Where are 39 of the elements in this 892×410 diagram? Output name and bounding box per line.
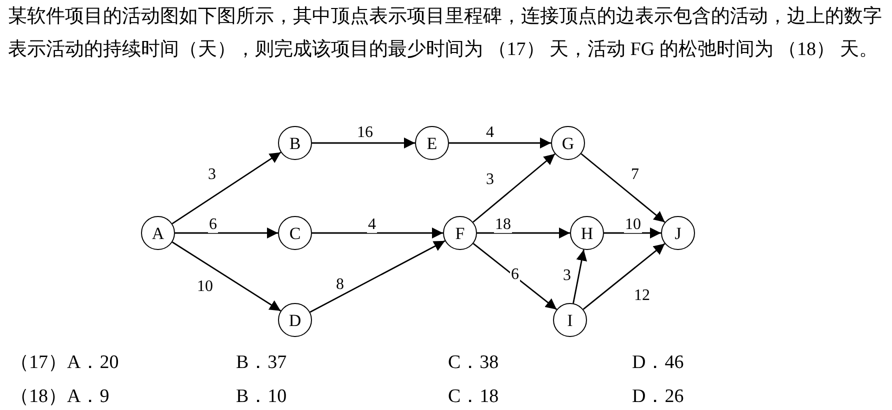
- answer-option: （17）A．20: [10, 352, 119, 374]
- arrow: [572, 250, 588, 304]
- milestone-circle: F: [443, 216, 477, 250]
- arrow: [449, 138, 551, 148]
- answer-option: （18）A．9: [10, 386, 110, 408]
- answer-option: B．10: [236, 386, 287, 408]
- answer-option: C．18: [448, 386, 499, 408]
- edge-label: 4: [367, 217, 377, 233]
- edge-label: 6: [208, 217, 218, 233]
- milestone-circle: J: [661, 216, 695, 250]
- question-text: 某软件项目的活动图如下图所示，其中顶点表示项目里程碑，连接顶点的边表示包含的活动，边上的数字表示活动的持续时间（天），则完成该项目的最少时间为 （17） 天，活动 FG 的松弛时间为 （18） 天。: [8, 5, 883, 62]
- milestone-circle: G: [551, 126, 585, 160]
- milestone-circle: H: [570, 216, 604, 250]
- edge-label: 10: [624, 217, 642, 233]
- arrow: [477, 228, 570, 238]
- milestone-circle: D: [278, 303, 312, 337]
- answer-option: D．26: [632, 386, 684, 408]
- edge-label: 18: [494, 217, 512, 233]
- arrow: [312, 228, 443, 238]
- arrow: [582, 243, 666, 310]
- arrow: [580, 153, 666, 223]
- arrow: [604, 228, 661, 238]
- arrow: [312, 138, 415, 148]
- milestone-circle: E: [415, 126, 449, 160]
- edge-label: 8: [335, 277, 345, 293]
- arrow: [172, 152, 282, 224]
- arrow: [310, 240, 446, 313]
- arrow: [172, 242, 282, 312]
- answer-option: D．46: [632, 352, 684, 374]
- arrow: [175, 228, 278, 238]
- arrow: [472, 153, 556, 223]
- milestone-circle: C: [278, 216, 312, 250]
- milestone-circle: I: [553, 303, 587, 337]
- edge-label: 6: [510, 267, 520, 283]
- arrow: [472, 243, 558, 310]
- answer-option: C．38: [448, 352, 499, 374]
- milestone-circle: B: [278, 126, 312, 160]
- answer-option: B．37: [236, 352, 287, 374]
- milestone-circle: A: [141, 216, 175, 250]
